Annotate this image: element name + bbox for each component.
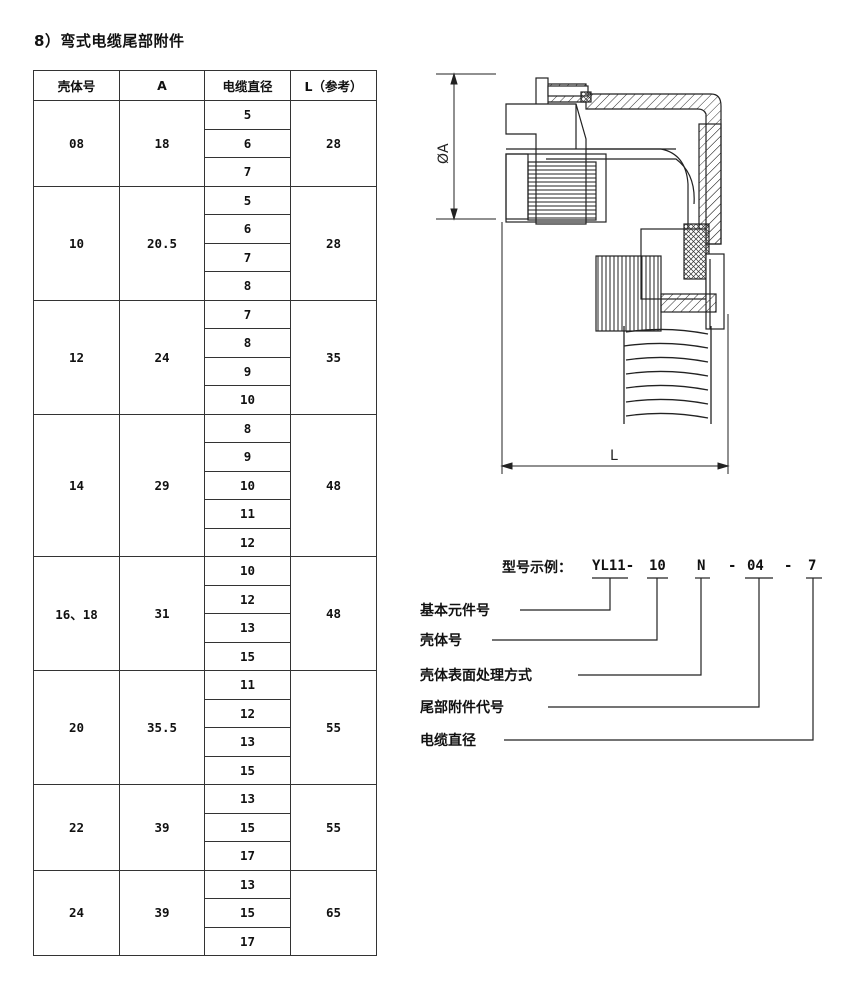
table-row: 15 — [34, 812, 377, 842]
cell-cable-diameter: 10 — [204, 470, 291, 500]
dimension-a — [436, 72, 496, 221]
header-cable-diameter: 电缆直径 — [204, 70, 291, 101]
cell-a: 18 — [119, 100, 205, 187]
leader-line — [520, 578, 611, 611]
cell-cable-diameter: 5 — [204, 185, 291, 215]
cell-cable-diameter: 13 — [204, 613, 291, 643]
cell-l: 55 — [290, 670, 377, 785]
cell-cable-diameter: 11 — [204, 670, 291, 700]
cell-shell: 10 — [33, 185, 120, 301]
cell-shell: 16、18 — [33, 556, 120, 671]
cell-l: 65 — [290, 869, 377, 956]
cell-cable-diameter: 7 — [204, 157, 291, 187]
table-row: 12 — [34, 584, 377, 614]
table-row: 12 — [34, 698, 377, 728]
cell-cable-diameter: 5 — [204, 100, 291, 130]
legend-label: 基本元件号 — [420, 603, 490, 619]
cell-shell: 24 — [33, 869, 120, 956]
dimension-l — [500, 222, 730, 474]
model-example: 型号示例： — [502, 557, 572, 577]
cell-a: 39 — [119, 869, 205, 956]
header-l: L（参考） — [290, 70, 377, 101]
table-row: 13 — [34, 613, 377, 643]
cable-spring — [623, 326, 712, 424]
cell-cable-diameter: 15 — [204, 812, 291, 842]
cell-a: 24 — [119, 299, 205, 415]
legend-label: 电缆直径 — [420, 733, 476, 749]
leader-line — [578, 578, 702, 676]
section-title: 8）弯式电缆尾部附件 — [34, 32, 185, 50]
table-row: 12 — [34, 527, 377, 557]
cell-cable-diameter: 8 — [204, 328, 291, 358]
dim-a-label: ØA — [436, 143, 452, 164]
cell-a: 35.5 — [119, 670, 205, 785]
cell-l: 35 — [290, 299, 377, 415]
table-header-row: 壳体号 A 电缆直径 L（参考） — [33, 70, 377, 101]
code-part: N — [697, 558, 706, 574]
leader-line — [504, 578, 814, 741]
cell-l: 28 — [290, 100, 377, 187]
code-part: YL11- — [592, 558, 635, 574]
legend-label: 尾部附件代号 — [420, 700, 504, 716]
legend-label: 壳体号 — [420, 633, 462, 649]
cell-cable-diameter: 10 — [204, 556, 291, 586]
table-row: 15 — [34, 898, 377, 928]
leader-line — [548, 578, 760, 708]
header-shell: 壳体号 — [33, 70, 120, 101]
cell-cable-diameter: 17 — [204, 926, 291, 956]
cell-l: 55 — [290, 784, 377, 871]
cell-cable-diameter: 15 — [204, 755, 291, 785]
cell-l: 28 — [290, 185, 377, 301]
cell-cable-diameter: 12 — [204, 698, 291, 728]
cell-a: 20.5 — [119, 185, 205, 301]
cell-cable-diameter: 12 — [204, 527, 291, 557]
cell-cable-diameter: 7 — [204, 242, 291, 272]
code-part: 04 — [747, 558, 764, 574]
cell-shell: 08 — [33, 100, 120, 187]
cell-cable-diameter: 15 — [204, 898, 291, 928]
cell-cable-diameter: 12 — [204, 584, 291, 614]
cell-cable-diameter: 8 — [204, 271, 291, 301]
table-row: 17 — [34, 926, 377, 956]
code-part: - — [784, 558, 793, 574]
table-row: 8 — [34, 328, 377, 358]
cell-cable-diameter: 13 — [204, 727, 291, 757]
table-row: 13 — [34, 727, 377, 757]
cell-cable-diameter: 6 — [204, 214, 291, 244]
leader-line — [492, 578, 658, 641]
cell-a: 31 — [119, 556, 205, 671]
table-row: 8 — [34, 271, 377, 301]
table-row: 15 — [34, 755, 377, 785]
code-part: 10 — [649, 558, 666, 574]
housing — [505, 77, 725, 332]
elbow-connector-drawing: ØA L — [436, 72, 730, 474]
table-row: 7 — [34, 157, 377, 187]
table-row: 6 — [34, 214, 377, 244]
legend-label: 壳体表面处理方式 — [420, 668, 532, 684]
code-part: - — [728, 558, 737, 574]
cell-cable-diameter: 7 — [204, 299, 291, 329]
cell-shell: 20 — [33, 670, 120, 785]
code-part: 7 — [808, 558, 817, 574]
dim-l-label: L — [610, 448, 618, 464]
header-a: A — [119, 70, 205, 101]
table-row: 10 — [34, 470, 377, 500]
example-prefix: 型号示例： — [502, 560, 572, 576]
table-row: 7 — [34, 242, 377, 272]
